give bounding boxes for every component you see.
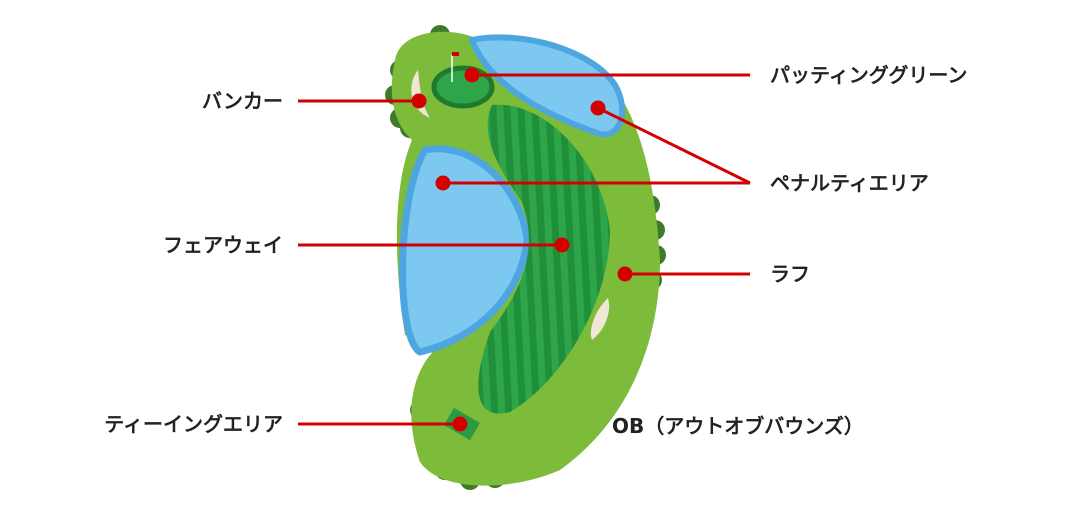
penalty-area-top — [467, 34, 626, 138]
label-putting-green: パッティンググリーン — [770, 63, 968, 87]
label-bunker: バンカー — [202, 89, 283, 113]
label-out-of-bounds: OB（アウトオブバウンズ） — [612, 414, 864, 438]
label-teeing-area: ティーイングエリア — [104, 412, 283, 436]
flag-icon — [452, 52, 459, 56]
penalty-area-left — [399, 145, 531, 356]
bunker-area-right — [590, 298, 610, 340]
leader-lines — [298, 67, 751, 432]
label-rough: ラフ — [770, 262, 810, 286]
label-penalty-area: ペナルティエリア — [770, 171, 929, 195]
label-fairway: フェアウェイ — [163, 233, 283, 257]
